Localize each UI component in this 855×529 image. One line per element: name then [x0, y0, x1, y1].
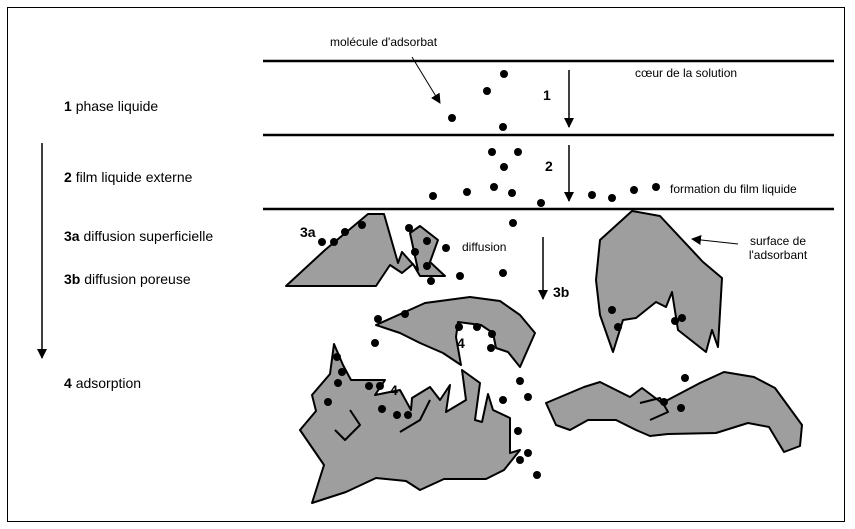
adsorbent-particle-bottom-left: [300, 344, 520, 503]
solution-core-label: cœur de la solution: [635, 66, 737, 80]
adsorbent-surface-label: surface de l'adsorbant: [738, 234, 818, 262]
step-3b-label: 3b diffusion poreuse: [64, 271, 191, 287]
adsorbent-particle-top-right: [596, 211, 722, 352]
marker-step-3a: 3a: [300, 224, 316, 240]
adsorbent-particle-middle: [376, 297, 535, 367]
adsorbent-particle-bottom-right: [546, 372, 802, 452]
marker-step-3b: 3b: [553, 284, 569, 300]
marker-step-4-middle: 4: [457, 335, 465, 351]
adsorbate-molecule-label: molécule d'adsorbat: [330, 35, 437, 49]
step-3a-label: 3a diffusion superficielle: [64, 228, 213, 244]
marker-step-2: 2: [545, 158, 553, 174]
marker-step-1: 1: [543, 87, 551, 103]
marker-step-4-bottom: 4: [390, 382, 398, 398]
step-2-label: 2 film liquide externe: [64, 169, 192, 185]
surface-pointer-arrow: [692, 239, 738, 244]
adsorbate-pointer-arrow: [412, 57, 440, 103]
diffusion-label: diffusion: [462, 240, 506, 254]
step-1-label: 1 phase liquide: [64, 98, 158, 114]
step-4-label: 4 adsorption: [64, 375, 141, 391]
liquid-film-formation-label: formation du film liquide: [670, 182, 797, 196]
